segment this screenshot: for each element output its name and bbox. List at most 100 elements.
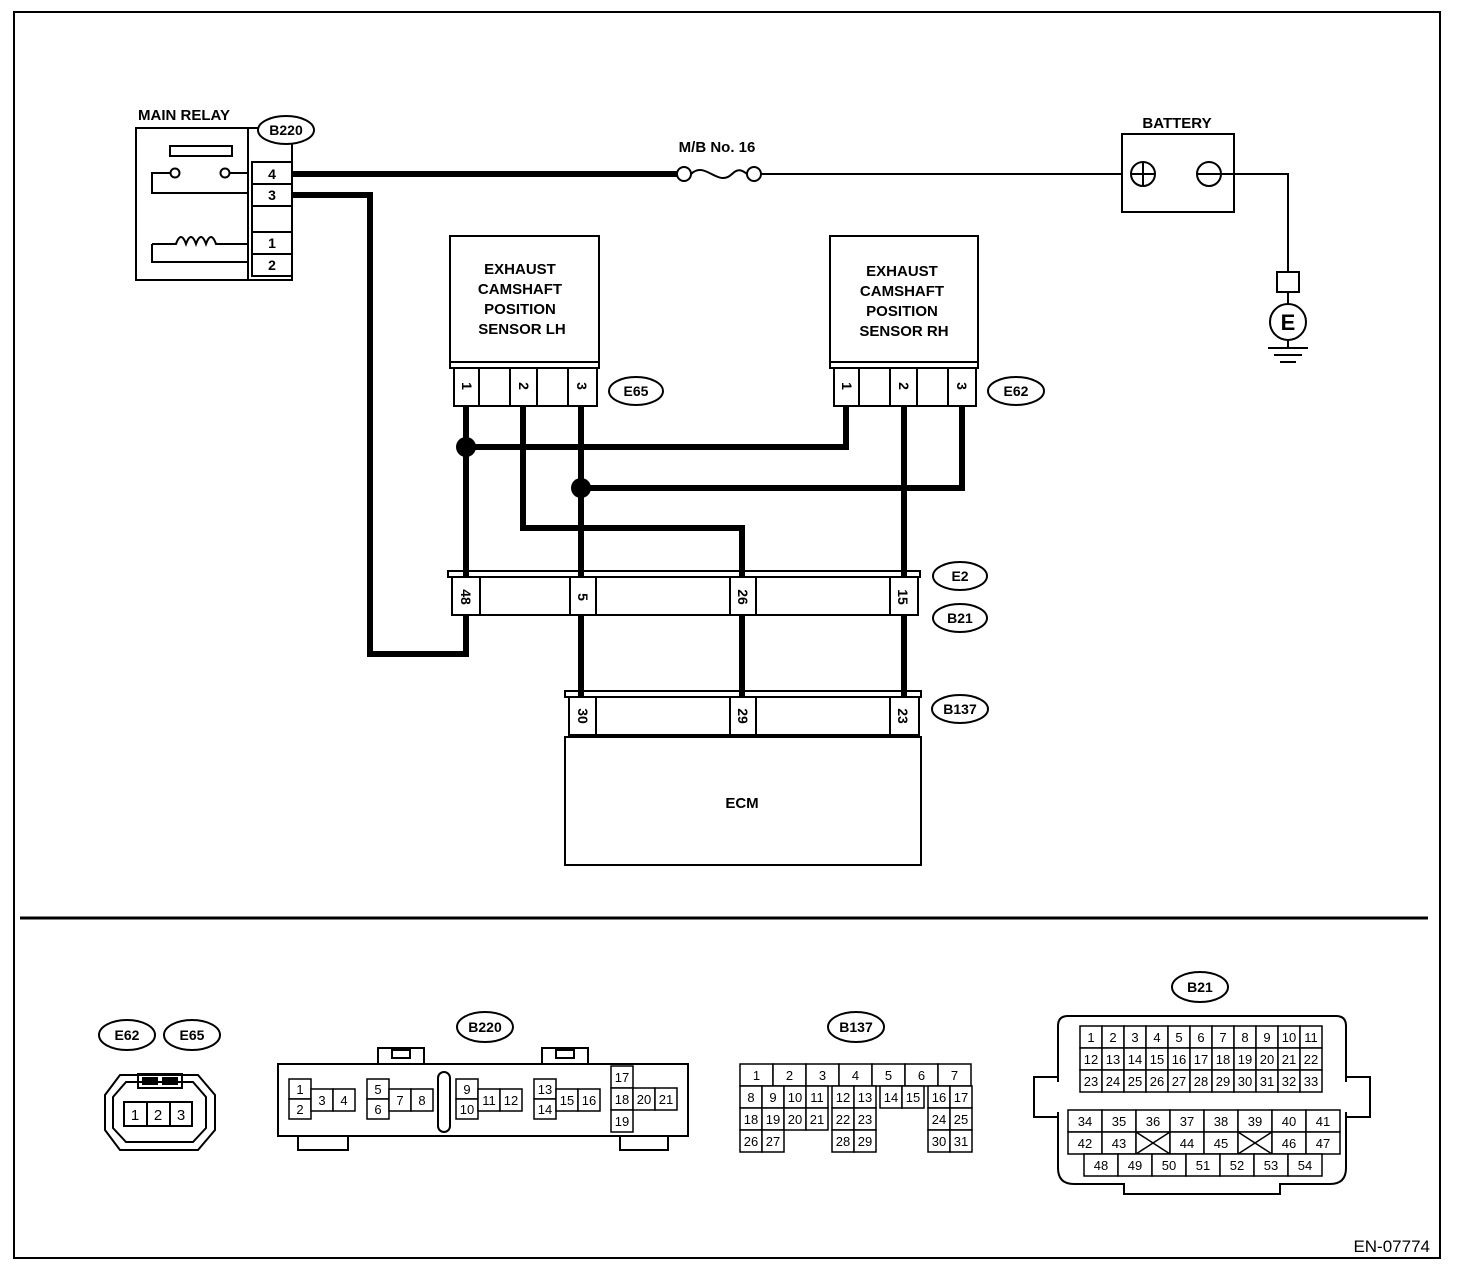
b137-view-pin-28: 28: [836, 1134, 850, 1149]
b21-view-pin-38: 38: [1214, 1114, 1228, 1129]
b137-view-pin-19: 19: [766, 1112, 780, 1127]
b137-view-pin-31: 31: [954, 1134, 968, 1149]
e2-b21-connector: [451, 576, 919, 616]
b21-view-pin-37: 37: [1180, 1114, 1194, 1129]
b220-pin-4: 4: [268, 166, 276, 182]
b137-view-pin-30: 30: [932, 1134, 946, 1149]
e65-connector: [453, 367, 598, 407]
b220-view-pin-12: 12: [504, 1093, 518, 1108]
b21-view-pin-51: 51: [1196, 1158, 1210, 1173]
e65-tag-text: E65: [624, 383, 649, 399]
b21-tag: [932, 603, 988, 633]
b220-view-pin-2: 2: [296, 1102, 303, 1117]
b137-view-pin-25: 25: [954, 1112, 968, 1127]
view-b220-label: B220: [468, 1019, 502, 1035]
b137-view-pin-29: 29: [858, 1134, 872, 1149]
b220-view-pin-11: 11: [482, 1093, 496, 1108]
b21-view-pin-14: 14: [1128, 1052, 1142, 1067]
b220-view-pin-8: 8: [418, 1093, 425, 1108]
b137-view-pin-1: 1: [753, 1068, 760, 1083]
b21-view-pin-3: 3: [1131, 1030, 1138, 1045]
b220-view-pin-13: 13: [538, 1082, 552, 1097]
ecm-body: [564, 736, 922, 866]
b220-pin-3: 3: [268, 187, 276, 203]
b21-view-pin-50: 50: [1162, 1158, 1176, 1173]
b137-view-pin-5: 5: [885, 1068, 892, 1083]
b21-view-pin-21: 21: [1282, 1052, 1296, 1067]
b137-view-pin-16: 16: [932, 1090, 946, 1105]
b137-pin-30: 30: [575, 708, 591, 724]
b220-view-pin-6: 6: [374, 1102, 381, 1117]
b21-view-pin-34: 34: [1078, 1114, 1092, 1129]
b137-view-pin-18: 18: [744, 1112, 758, 1127]
view-e6x-pin-2: 2: [154, 1107, 162, 1124]
b137-view-pin-8: 8: [747, 1090, 754, 1105]
b137-pin-23: 23: [895, 708, 911, 724]
b137-view-pin-24: 24: [932, 1112, 946, 1127]
sensor-rh-line2: CAMSHAFT: [860, 283, 944, 300]
b220-pin-1: 1: [268, 235, 276, 251]
e62-connector: [833, 367, 977, 407]
b220-view-pin-19: 19: [615, 1114, 629, 1129]
b21-view-pin-24: 24: [1106, 1074, 1120, 1089]
view-e62-label: E62: [115, 1027, 140, 1043]
b220-view-pin-18: 18: [615, 1092, 629, 1107]
battery-label: BATTERY: [1142, 115, 1211, 132]
sensor-lh-line1: EXHAUST: [484, 261, 556, 278]
splice-point-1: [456, 437, 476, 457]
b21-view-pin-29: 29: [1216, 1074, 1230, 1089]
b220-view-pin-15: 15: [560, 1093, 574, 1108]
b21-view-pin-52: 52: [1230, 1158, 1244, 1173]
e65-pin-3: 3: [574, 382, 590, 390]
b21-view-pin-44: 44: [1180, 1136, 1194, 1151]
b137-view-pin-26: 26: [744, 1134, 758, 1149]
e2-pin-26: 26: [735, 589, 751, 605]
b21-view-pin-25: 25: [1128, 1074, 1142, 1089]
main-relay-title: MAIN RELAY: [138, 107, 230, 124]
ground-label: E: [1281, 310, 1296, 335]
sensor-rh-line1: EXHAUST: [866, 263, 938, 280]
wires: [292, 171, 965, 697]
b21-view-pin-54: 54: [1298, 1158, 1312, 1173]
b21-view-pin-20: 20: [1260, 1052, 1274, 1067]
b137-view-pin-12: 12: [836, 1090, 850, 1105]
b137-tag: [931, 694, 989, 724]
battery: BATTERY E: [1121, 115, 1308, 363]
b21-view-pin-1: 1: [1087, 1030, 1094, 1045]
e65-pin-2: 2: [516, 382, 532, 390]
b21-view-pin-23: 23: [1084, 1074, 1098, 1089]
b21-view-pin-2: 2: [1109, 1030, 1116, 1045]
b21-view-pin-42: 42: [1078, 1136, 1092, 1151]
b137-connector: [568, 696, 920, 736]
b21-view-pin-43: 43: [1112, 1136, 1126, 1151]
b21-view-pin-19: 19: [1238, 1052, 1252, 1067]
b21-view-pin-49: 49: [1128, 1158, 1142, 1173]
e2-pin-48: 48: [458, 589, 474, 605]
b137-view-pin-17: 17: [954, 1090, 968, 1105]
b21-view-pin-13: 13: [1106, 1052, 1120, 1067]
b21-view-pin-12: 12: [1084, 1052, 1098, 1067]
b21-view-pin-27: 27: [1172, 1074, 1186, 1089]
e2-pin-15: 15: [895, 589, 911, 605]
b21-view-pin-4: 4: [1153, 1030, 1160, 1045]
sensor-rh-line4: SENSOR RH: [859, 323, 948, 340]
b137-view-pin-21: 21: [810, 1112, 824, 1127]
joint-connector: 48 5 26 15 E2 B21: [447, 561, 988, 633]
b220-view-pin-3: 3: [318, 1093, 325, 1108]
e2-tag-text: E2: [951, 568, 968, 584]
b21-view-pin-48: 48: [1094, 1158, 1108, 1173]
b220-view-pin-14: 14: [538, 1102, 552, 1117]
b220-view-pin-16: 16: [582, 1093, 596, 1108]
frame: [13, 11, 1441, 1259]
b220-connector: [251, 161, 293, 277]
b220-tag: [257, 115, 315, 145]
b21-view-pin-31: 31: [1260, 1074, 1274, 1089]
view-b21-label: B21: [1187, 979, 1213, 995]
b137-view-pin-4: 4: [852, 1068, 859, 1083]
fuse-label: M/B No. 16: [679, 139, 756, 156]
b137-view-pin-27: 27: [766, 1134, 780, 1149]
e62-pin-2: 2: [896, 382, 912, 390]
